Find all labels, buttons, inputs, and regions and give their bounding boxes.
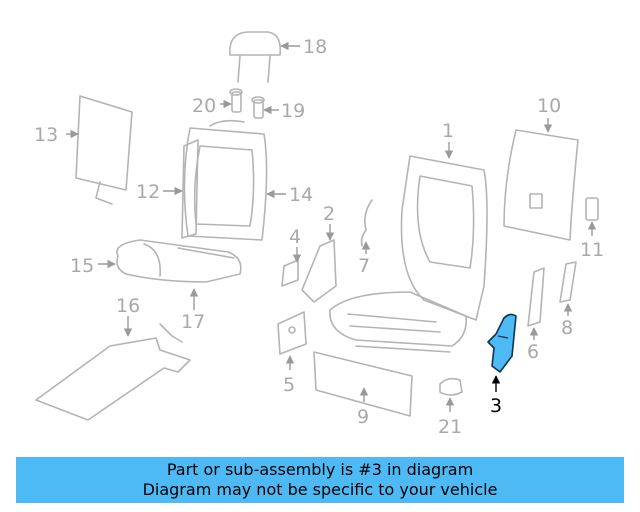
- side-cover-part-3-highlighted[interactable]: [487, 313, 517, 373]
- callout-20[interactable]: 20: [192, 95, 216, 117]
- bracket-part-4[interactable]: [281, 259, 299, 287]
- bracket-part-2[interactable]: [301, 239, 337, 303]
- info-banner: Part or sub-assembly is #3 in diagram Di…: [16, 457, 624, 503]
- callout-3[interactable]: 3: [490, 395, 502, 417]
- parts-diagram: 18 20 19 13 12 14 15 17: [34, 31, 604, 438]
- cap-part-21[interactable]: [439, 377, 463, 396]
- callout-10[interactable]: 10: [537, 95, 561, 117]
- callout-5[interactable]: 5: [283, 374, 295, 396]
- seatback-panel-part-10[interactable]: [503, 129, 579, 241]
- seatback-pad-part-12[interactable]: [181, 139, 199, 239]
- cable-part-7[interactable]: [360, 199, 373, 247]
- callout-9[interactable]: 9: [357, 406, 369, 428]
- seat-cushion-part-15[interactable]: [116, 239, 242, 283]
- callout-4[interactable]: 4: [289, 226, 301, 248]
- headrest-guide-part-19[interactable]: [251, 96, 265, 119]
- callout-17[interactable]: 17: [181, 311, 205, 333]
- trim-part-6[interactable]: [527, 267, 545, 327]
- trim-part-8[interactable]: [559, 261, 577, 303]
- callout-16[interactable]: 16: [116, 295, 140, 317]
- callout-13[interactable]: 13: [34, 124, 58, 146]
- callout-14[interactable]: 14: [289, 184, 313, 206]
- banner-line-1: Part or sub-assembly is #3 in diagram: [166, 460, 474, 479]
- callout-15[interactable]: 15: [70, 255, 94, 277]
- callout-12[interactable]: 12: [136, 181, 160, 203]
- latch-plate-part-5[interactable]: [277, 311, 307, 355]
- headrest-part-18[interactable]: [229, 31, 282, 83]
- callout-19[interactable]: 19: [281, 100, 305, 122]
- back-panel-part-13[interactable]: [75, 95, 133, 205]
- callout-21[interactable]: 21: [438, 416, 462, 438]
- rail-cover-part-9[interactable]: [313, 351, 413, 417]
- callout-8[interactable]: 8: [561, 317, 573, 339]
- seatback-cover-part-14[interactable]: [183, 119, 268, 241]
- callout-2[interactable]: 2: [323, 203, 335, 225]
- callout-6[interactable]: 6: [527, 341, 539, 363]
- clip-part-11[interactable]: [585, 197, 599, 221]
- banner-line-2: Diagram may not be specific to your vehi…: [142, 480, 498, 499]
- callout-11[interactable]: 11: [580, 239, 604, 261]
- headrest-guide-part-20[interactable]: [229, 88, 243, 113]
- seat-mat-part-16[interactable]: [35, 323, 191, 421]
- callout-18[interactable]: 18: [303, 36, 327, 58]
- seat-frame-part-1[interactable]: [329, 155, 488, 353]
- callout-7[interactable]: 7: [358, 255, 370, 277]
- callout-1[interactable]: 1: [442, 120, 454, 142]
